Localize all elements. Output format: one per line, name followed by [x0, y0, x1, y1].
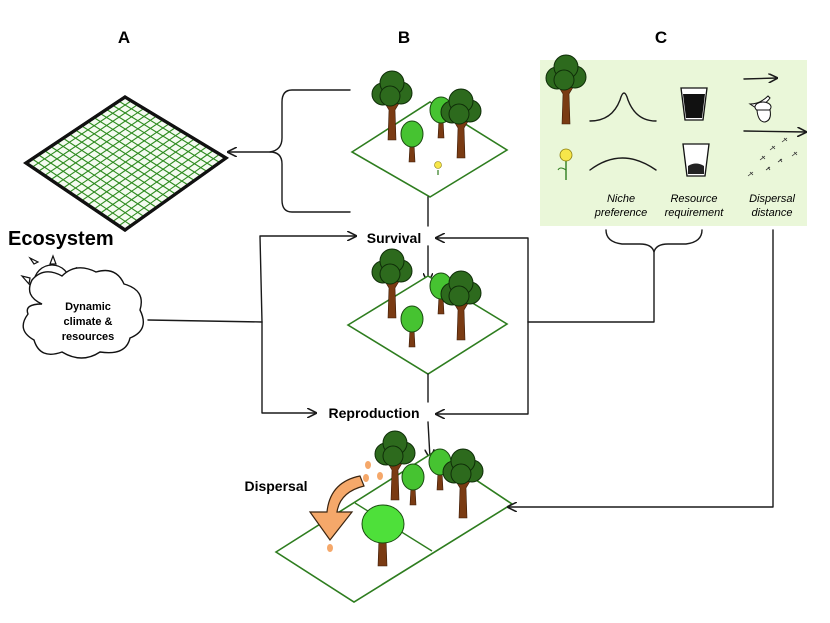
- zoom-brace-lower: [269, 151, 351, 213]
- trait-brace: [605, 229, 703, 253]
- grid-line: [75, 129, 176, 195]
- community-tile-1: [350, 70, 509, 198]
- zoom-brace: [228, 89, 351, 152]
- trait-brace-stem: [527, 251, 655, 323]
- trait-label-dispersal-1: Dispersal: [749, 193, 795, 205]
- trait-to-reproduction-arrow: [436, 321, 529, 414]
- long-dispersal-arrow: [743, 131, 806, 132]
- dispersal-trait-to-tile3-arrow: [508, 229, 774, 507]
- climate-to-reproduction-arrow: [261, 321, 316, 413]
- grid-line: [87, 134, 189, 206]
- stage-label-survival: Survival: [367, 230, 421, 246]
- grid-line: [93, 138, 195, 210]
- trait-label-resource-1: Resource: [670, 193, 717, 205]
- landscape-grid: [23, 95, 229, 232]
- full-glass-icon: [680, 87, 708, 121]
- trait-label-resource-2: requirement: [665, 207, 725, 219]
- grid-line: [81, 130, 183, 202]
- ecosystem-label: Ecosystem: [8, 228, 114, 250]
- grid-line: [99, 142, 202, 214]
- community-tile-2: [346, 248, 509, 375]
- grid-line: [106, 146, 208, 218]
- trait-label-dispersal-2: distance: [752, 207, 793, 219]
- grid-line: [69, 133, 170, 199]
- grid-line: [38, 154, 138, 222]
- grid-line: [118, 153, 221, 227]
- grid-line: [44, 150, 145, 217]
- dispersal-arrow-icon: [308, 475, 365, 542]
- panel-label-c: C: [655, 28, 667, 47]
- grid-line: [112, 149, 214, 223]
- low-glass-icon: [682, 143, 710, 177]
- climate-connector: [147, 319, 263, 323]
- yellow-flower-icon: [434, 161, 442, 175]
- climate-to-survival-arrow: [259, 236, 356, 323]
- stage-label-dispersal: Dispersal: [244, 478, 307, 494]
- cloud-label-line-1: Dynamic: [65, 301, 111, 313]
- short-dispersal-arrow: [743, 78, 777, 79]
- cloud-label-line-2: climate &: [64, 316, 113, 328]
- stage-label-reproduction: Reproduction: [329, 405, 420, 421]
- panel-label-b: B: [398, 28, 410, 47]
- panel-label-a: A: [118, 28, 130, 47]
- trait-label-niche-1: Niche: [607, 193, 635, 205]
- trait-label-niche-2: preference: [594, 207, 648, 219]
- trait-to-survival-arrow: [436, 238, 529, 323]
- grid-line: [62, 137, 164, 204]
- cloud-label-line-3: resources: [62, 331, 115, 343]
- seed-icons: [327, 461, 383, 552]
- community-tile-3: [274, 430, 514, 603]
- grid-line: [56, 141, 157, 208]
- broad-niche-curve-icon: [589, 157, 657, 171]
- climate-cloud-icon: [20, 254, 144, 359]
- grid-line: [31, 158, 132, 226]
- arrow-reproduction-to-tile3: [428, 421, 430, 458]
- acorn-seed-icon: [748, 95, 772, 123]
- flower-species-icon: [557, 148, 573, 180]
- narrow-niche-curve-icon: [589, 92, 657, 122]
- grid-line: [50, 146, 151, 213]
- trait-panel: [540, 60, 807, 226]
- wind-dispersed-seeds-icon: [747, 137, 798, 177]
